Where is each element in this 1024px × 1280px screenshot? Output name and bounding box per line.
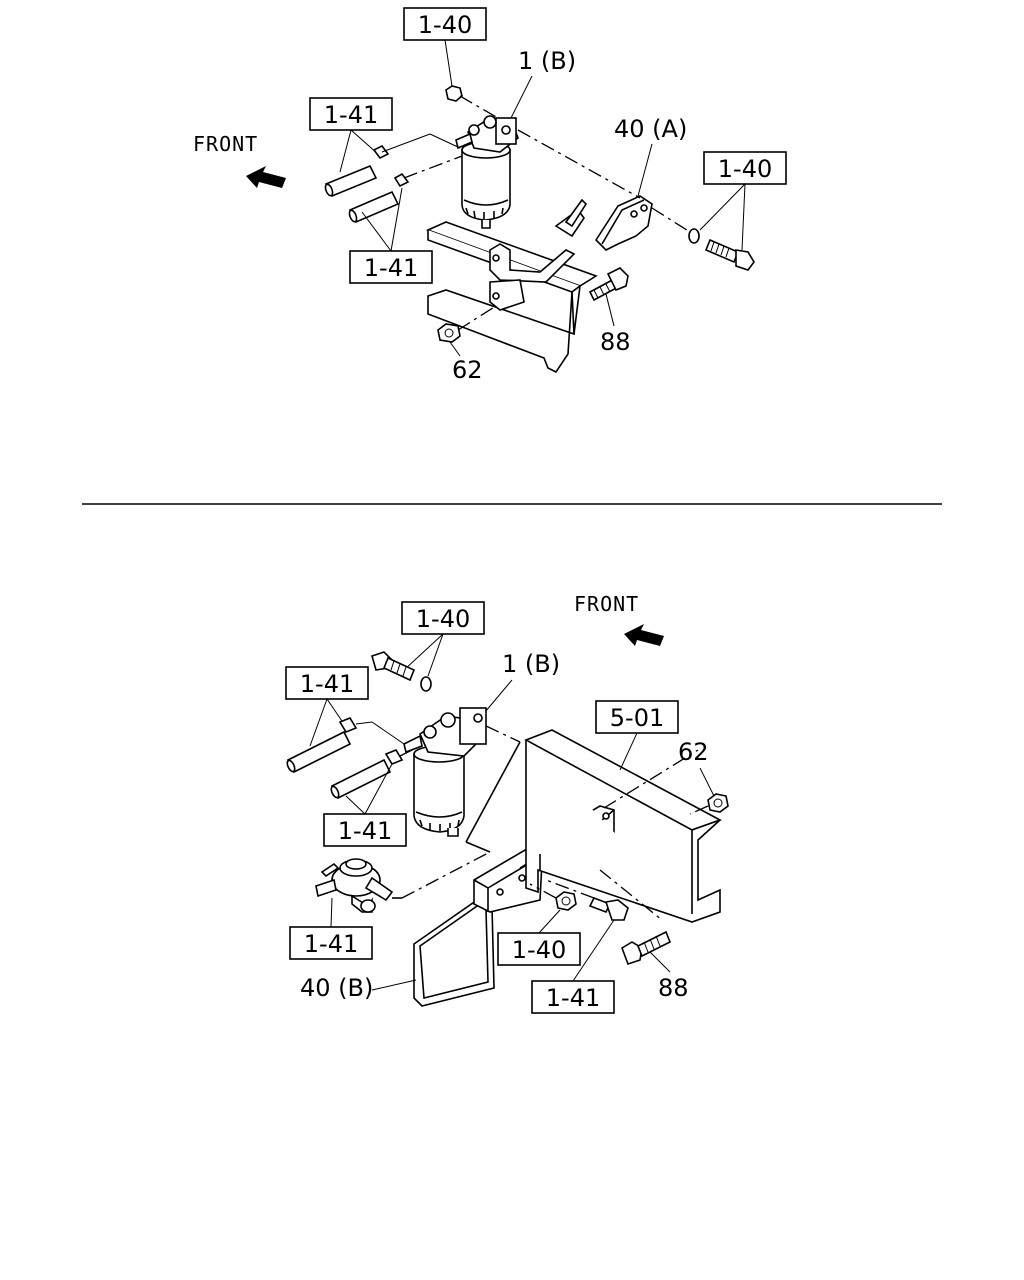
top-diagram: FRONT 1-40 1 (B) [193, 7, 787, 384]
bottom-ref-1-40-top[interactable]: 1-40 [401, 601, 485, 635]
bottom-diagram: FRONT 1-40 1 (B) [285, 592, 729, 1014]
svg-text:1-41: 1-41 [364, 254, 418, 282]
svg-text:5-01: 5-01 [610, 704, 664, 732]
svg-text:1-40: 1-40 [718, 155, 772, 183]
bottom-ref-1-41-left[interactable]: 1-41 [285, 666, 369, 700]
top-hose-clip-icon [372, 144, 390, 160]
bottom-bolt-top-icon [371, 651, 432, 692]
bottom-ref-1-40-mid[interactable]: 1-40 [497, 932, 581, 966]
bottom-front-label: FRONT [574, 592, 639, 616]
top-bolt-right-icon [704, 238, 755, 271]
bottom-fuel-filter [403, 707, 487, 837]
svg-text:1-40: 1-40 [418, 11, 472, 39]
top-nut-62-icon [437, 323, 461, 343]
top-washer-icon [688, 228, 700, 244]
top-ref-1-41-left[interactable]: 1-41 [309, 97, 393, 131]
bottom-ref-5-01[interactable]: 5-01 [595, 700, 679, 734]
top-ref-1-40-right[interactable]: 1-40 [703, 151, 787, 185]
top-nut-icon [445, 85, 463, 102]
bottom-callout-40b: 40 (B) [300, 974, 373, 1002]
bottom-ref-1-41-bolt[interactable]: 1-41 [531, 980, 615, 1014]
svg-text:1-40: 1-40 [416, 605, 470, 633]
top-callout-62: 62 [452, 356, 483, 384]
bottom-fuel-hoses [286, 730, 404, 800]
bottom-front-arrow-icon [624, 624, 664, 646]
bottom-frame-member [524, 729, 722, 923]
bottom-callout-88: 88 [658, 974, 689, 1002]
bottom-bolt-88-icon [621, 930, 672, 966]
svg-text:1-41: 1-41 [304, 930, 358, 958]
top-front-arrow-icon [246, 166, 286, 188]
bottom-bolt-mid-icon [588, 896, 629, 921]
bottom-ref-1-41-mid[interactable]: 1-41 [323, 813, 407, 847]
bottom-callout-1b: 1 (B) [502, 650, 560, 678]
bottom-ref-1-41-regulator[interactable]: 1-41 [289, 926, 373, 960]
bottom-nut-62-icon [707, 793, 729, 813]
top-frame-member [425, 221, 598, 374]
top-bracket-40a [554, 195, 653, 251]
top-front-label: FRONT [193, 132, 258, 156]
bottom-nut-mid-icon [555, 891, 577, 911]
svg-text:1-41: 1-41 [300, 670, 354, 698]
top-callout-40a: 40 (A) [614, 115, 687, 143]
svg-text:1-40: 1-40 [512, 936, 566, 964]
top-callout-88: 88 [600, 328, 631, 356]
bottom-hose-clip-icon [338, 717, 358, 733]
top-ref-1-41-bottom[interactable]: 1-41 [349, 250, 433, 284]
bottom-priming-pump [315, 858, 394, 913]
top-callout-1b: 1 (B) [518, 47, 576, 75]
top-fuel-hoses [324, 164, 410, 224]
top-ref-1-40-top[interactable]: 1-40 [403, 7, 487, 41]
top-bolt-88-icon [588, 267, 629, 302]
top-fuel-filter [455, 115, 519, 229]
svg-text:1-41: 1-41 [324, 101, 378, 129]
bottom-callout-62: 62 [678, 738, 709, 766]
svg-text:1-41: 1-41 [338, 817, 392, 845]
svg-text:1-41: 1-41 [546, 984, 600, 1012]
